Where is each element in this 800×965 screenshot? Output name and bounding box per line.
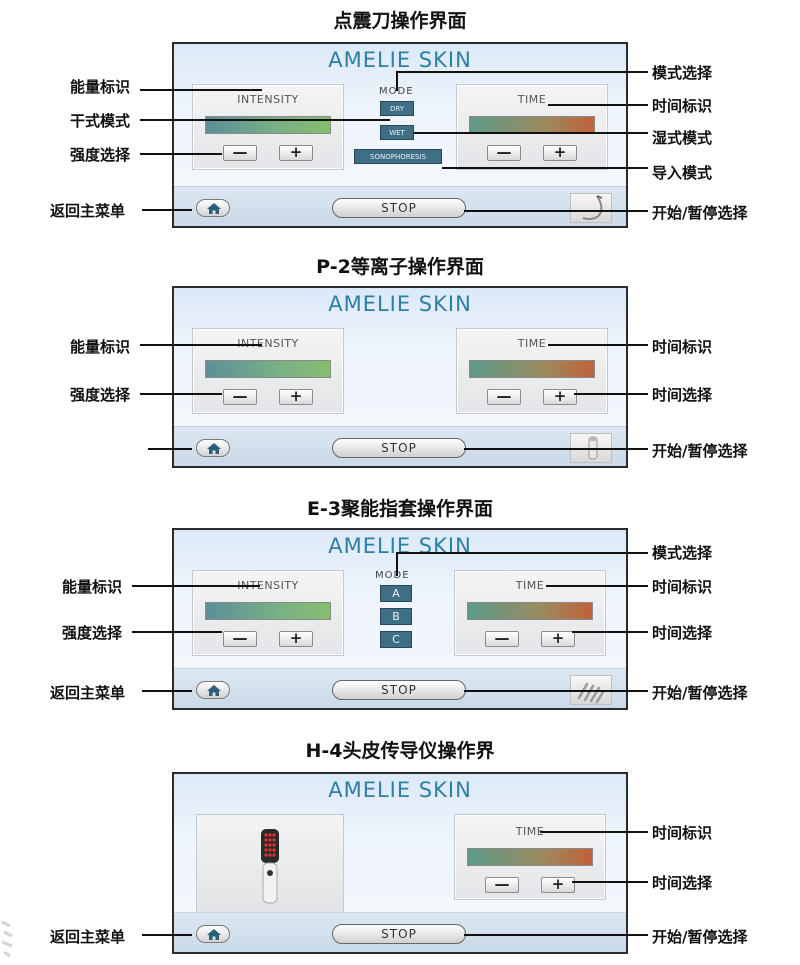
callout-import-mode: 导入模式 [652, 164, 713, 182]
home-button[interactable] [196, 439, 230, 457]
brand-title: AMELIE SKIN [328, 48, 472, 72]
callout-time: 时间标识 [652, 824, 713, 842]
section-title-dianzhendao: 点震刀操作界面 [333, 10, 467, 32]
brand-title: AMELIE SKIN [328, 534, 472, 558]
intensity-label: INTENSITY [237, 579, 299, 592]
callout-mode: 模式选择 [652, 64, 713, 82]
callout-energy: 能量标识 [62, 578, 123, 596]
mode-b-button[interactable]: B [380, 608, 412, 625]
mode-wet-button[interactable]: WET [380, 125, 414, 140]
brand-title: AMELIE SKIN [328, 778, 472, 802]
intensity-minus-button[interactable]: — [223, 389, 257, 405]
callout-start-pause: 开始/暂停选择 [652, 928, 748, 946]
time-bar [467, 848, 593, 866]
intensity-plus-button[interactable]: + [279, 631, 313, 647]
intensity-minus-button[interactable]: — [223, 145, 257, 161]
footer-bar: STOP [174, 186, 626, 226]
screen-h4-scalp: AMELIE SKIN TIME — + STOP [172, 772, 628, 954]
time-minus-button[interactable]: — [485, 877, 519, 893]
home-icon [207, 685, 221, 696]
footer-bar: STOP [174, 912, 626, 952]
brand-title: AMELIE SKIN [328, 292, 472, 316]
callout-start-pause: 开始/暂停选择 [652, 442, 748, 460]
footer-bar: STOP [174, 668, 626, 708]
callout-start-pause: 开始/暂停选择 [652, 204, 748, 222]
stop-button[interactable]: STOP [332, 438, 466, 458]
time-minus-button[interactable]: — [487, 145, 521, 161]
screen-dianzhendao: AMELIE SKIN INTENSITY — + MODE DRY WET S… [172, 42, 628, 228]
section-title-p2-plasma: P-2等离子操作界面 [316, 256, 484, 278]
callout-strength: 强度选择 [70, 386, 131, 404]
mode-sonophoresis-button[interactable]: SONOPHORESIS [354, 149, 442, 164]
callout-mode: 模式选择 [652, 544, 713, 562]
time-panel: TIME — + [454, 570, 606, 656]
mode-a-button[interactable]: A [380, 585, 412, 602]
time-label: TIME [515, 579, 545, 592]
time-minus-button[interactable]: — [487, 389, 521, 405]
time-plus-button[interactable]: + [541, 877, 575, 893]
home-button[interactable] [196, 199, 230, 217]
section-title-e3-finger: E-3聚能指套操作界面 [306, 498, 494, 520]
time-label: TIME [515, 825, 545, 838]
callout-home: 返回主菜单 [50, 684, 126, 702]
time-label: TIME [517, 337, 547, 350]
home-icon [207, 443, 221, 454]
screen-e3-finger: AMELIE SKIN INTENSITY — + MODE A B C TIM… [172, 528, 628, 710]
callout-wet-mode: 湿式模式 [652, 129, 713, 147]
time-bar [467, 602, 593, 620]
callout-home: 返回主菜单 [50, 928, 126, 946]
callout-home: 返回主菜单 [50, 202, 126, 220]
intensity-plus-button[interactable]: + [279, 145, 313, 161]
device-image-panel [196, 814, 344, 924]
mode-label: MODE [375, 570, 410, 581]
callout-strength: 强度选择 [70, 146, 131, 164]
callout-time-select: 时间选择 [652, 624, 713, 642]
callout-dry-mode: 干式模式 [70, 112, 131, 130]
mode-c-button[interactable]: C [380, 631, 412, 648]
intensity-bar [205, 602, 331, 620]
stop-button[interactable]: STOP [332, 198, 466, 218]
time-panel: TIME — + [456, 84, 608, 170]
callout-energy: 能量标识 [70, 338, 131, 356]
time-plus-button[interactable]: + [543, 389, 577, 405]
time-plus-button[interactable]: + [543, 145, 577, 161]
callout-time-select: 时间选择 [652, 874, 713, 892]
callout-time: 时间标识 [652, 578, 713, 596]
callout-start-pause: 开始/暂停选择 [652, 684, 748, 702]
callout-energy: 能量标识 [70, 78, 131, 96]
mode-label: MODE [379, 86, 414, 97]
time-panel: TIME — + [456, 328, 608, 414]
home-button[interactable] [196, 681, 230, 699]
screen-p2-plasma: AMELIE SKIN INTENSITY — + TIME — + STOP [172, 286, 628, 468]
intensity-bar [205, 360, 331, 378]
home-icon [207, 929, 221, 940]
intensity-minus-button[interactable]: — [223, 631, 257, 647]
edge-artifact [1, 920, 13, 958]
stop-button[interactable]: STOP [332, 680, 466, 700]
time-label: TIME [517, 93, 547, 106]
callout-strength: 强度选择 [62, 624, 123, 642]
intensity-panel: INTENSITY — + [192, 84, 344, 170]
time-plus-button[interactable]: + [541, 631, 575, 647]
device-handpiece-icon [570, 193, 612, 223]
callout-time: 时间标识 [652, 338, 713, 356]
time-minus-button[interactable]: — [485, 631, 519, 647]
time-panel: TIME — + [454, 814, 606, 900]
intensity-label: INTENSITY [237, 337, 299, 350]
stop-button[interactable]: STOP [332, 924, 466, 944]
mode-dry-button[interactable]: DRY [380, 101, 414, 116]
home-button[interactable] [196, 925, 230, 943]
intensity-panel: INTENSITY — + [192, 570, 344, 656]
intensity-label: INTENSITY [237, 93, 299, 106]
footer-bar: STOP [174, 426, 626, 466]
time-bar [469, 360, 595, 378]
intensity-plus-button[interactable]: + [279, 389, 313, 405]
home-icon [207, 203, 221, 214]
intensity-panel: INTENSITY — + [192, 328, 344, 414]
callout-time: 时间标识 [652, 97, 713, 115]
section-title-h4-scalp: H-4头皮传导仪操作界 [305, 740, 495, 762]
callout-time-select: 时间选择 [652, 386, 713, 404]
scalp-device-icon [261, 829, 279, 904]
